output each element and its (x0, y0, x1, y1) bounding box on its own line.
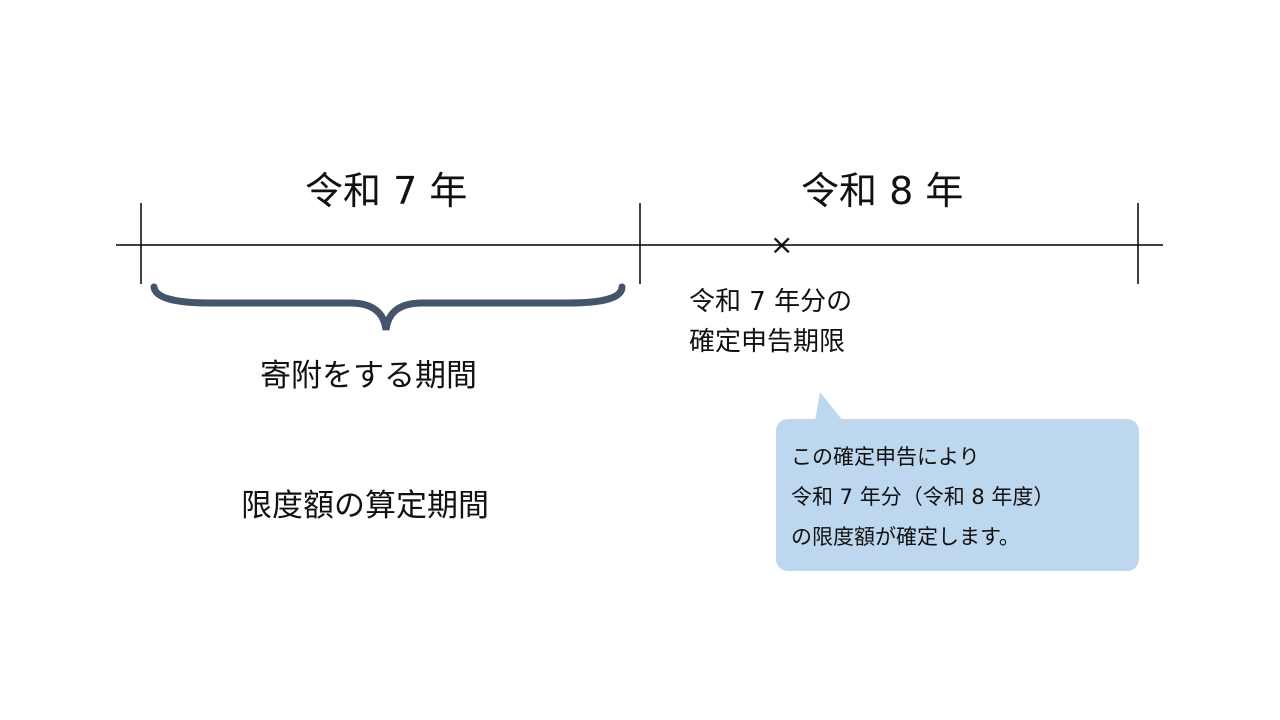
callout-line-1: この確定申告により (791, 445, 980, 469)
deadline-cross-icon: × (770, 228, 794, 261)
year-label-reiwa8: 令和 8 年 (801, 169, 964, 213)
callout-line-3: の限度額が確定します。 (791, 525, 1020, 549)
callout-bubble: この確定申告により 令和 7 年分（令和 8 年度） の限度額が確定します。 (776, 419, 1139, 571)
callout-tail (815, 392, 843, 421)
donation-period-label: 寄附をする期間 (260, 358, 477, 394)
brace-icon (150, 283, 626, 331)
deadline-label-line2: 確定申告期限 (689, 327, 846, 357)
callout-line-2: 令和 7 年分（令和 8 年度） (791, 485, 1055, 509)
deadline-label-line1: 令和 7 年分の (689, 287, 853, 317)
year-label-reiwa7: 令和 7 年 (305, 169, 468, 213)
limit-calculation-period-label: 限度額の算定期間 (241, 488, 489, 524)
